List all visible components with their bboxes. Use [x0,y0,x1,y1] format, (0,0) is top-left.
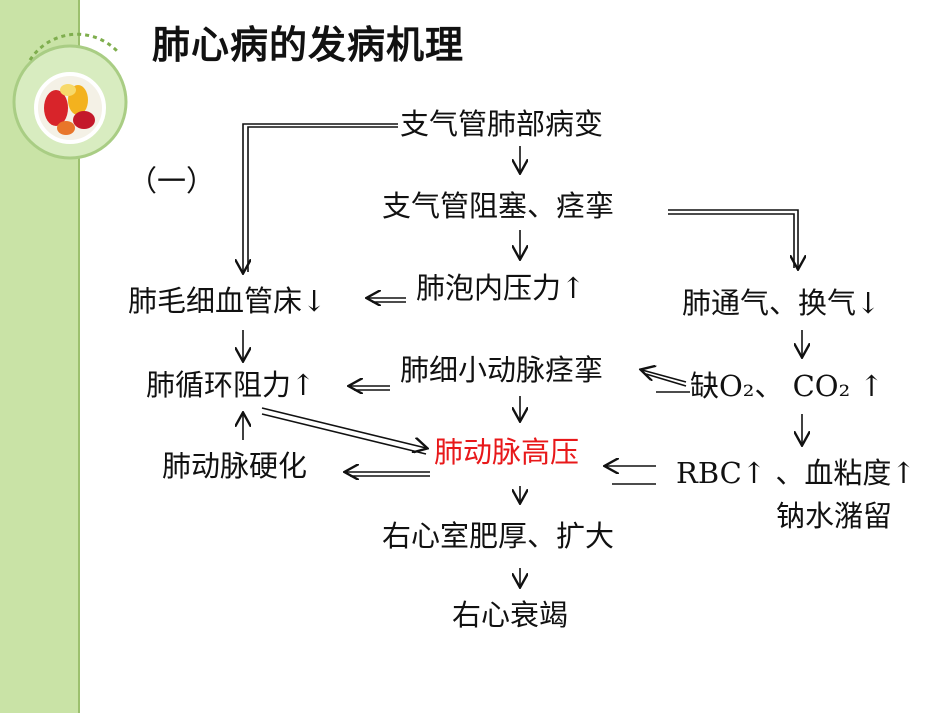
pills-logo-icon [12,32,128,160]
band-divider [78,0,80,713]
node-airway-obstruction: 支气管阻塞、痉挛 [382,189,615,223]
node-circulation-resistance: 肺循环阻力↑ [146,368,316,402]
node-ventilation: 肺通气、换气↓ [682,286,881,320]
node-capillary-bed: 肺毛细血管床↓ [128,284,327,318]
node-rv-failure: 右心衰竭 [452,598,569,632]
arrow-obstruction-to-ventilation [668,209,798,268]
node-arteriole-spasm: 肺细小动脉痉挛 [400,353,604,387]
arrow-circulation-to-hypertension [261,407,426,448]
arrow-lesion-to-capillary [243,123,398,272]
node-rbc: RBC↑ 、血粘度↑ [676,456,916,490]
node-bronchial-lesion: 支气管肺部病变 [400,107,604,141]
node-arteriosclerosis: 肺动脉硬化 [162,449,308,483]
node-rv-hypertrophy: 右心室肥厚、扩大 [382,519,615,553]
section-label: （一） [128,164,216,198]
node-sodium-retention: 钠水潴留 [776,499,893,533]
slide-title: 肺心病的发病机理 [152,23,465,67]
node-pulmonary-hypertension: 肺动脉高压 [434,435,580,469]
arrow-hypoxia-to-spasm [642,370,687,383]
node-hypoxia: 缺O₂、 CO₂ ↑ [690,369,884,403]
node-alveolar-pressure: 肺泡内压力↑ [416,271,586,305]
